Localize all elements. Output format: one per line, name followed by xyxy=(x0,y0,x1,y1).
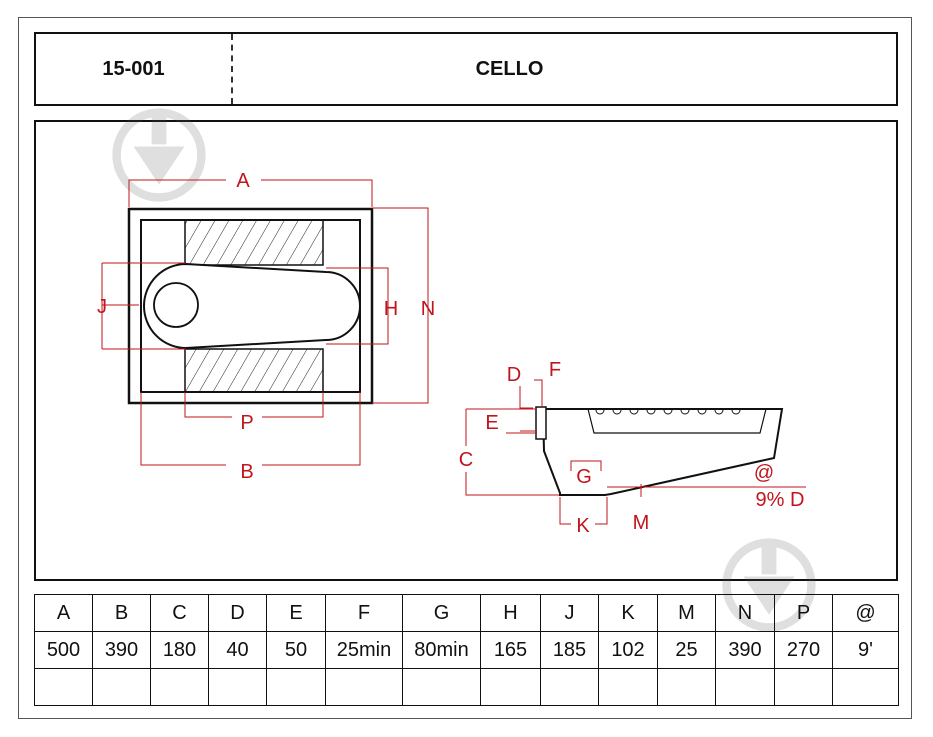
side-holes xyxy=(595,409,741,415)
table-empty-cell xyxy=(657,668,716,706)
table-empty-cell xyxy=(402,668,481,706)
dim-label-j: J xyxy=(97,296,107,318)
table-value-cell: 80min xyxy=(402,631,481,669)
drawing-labels: A B P J H N D F EC G K M @9% D xyxy=(97,170,804,537)
side-inner-rim xyxy=(587,408,767,434)
page-frame xyxy=(18,17,912,719)
table-empty-cell xyxy=(34,668,93,706)
plan-dimensions xyxy=(101,179,429,466)
table-empty-row xyxy=(34,668,899,706)
dim-label-slope: 9% D xyxy=(756,489,805,511)
dim-label-b: B xyxy=(240,461,253,483)
table-value-cell: 25 xyxy=(657,631,716,669)
table-value-cell: 40 xyxy=(208,631,267,669)
table-header-cell: @ xyxy=(832,594,899,632)
table-header-cell: P xyxy=(774,594,833,632)
drawing-canvas: A B P J H N D F EC G K M @9% D xyxy=(97,170,806,537)
dim-label-c: C xyxy=(459,449,473,471)
dim-label-k: K xyxy=(576,515,590,537)
title-block: 15-001 CELLO xyxy=(34,32,898,106)
table-empty-cell xyxy=(540,668,599,706)
dim-label-h: H xyxy=(384,298,398,320)
table-value-cell: 102 xyxy=(598,631,658,669)
table-header-cell: E xyxy=(266,594,326,632)
dim-label-at: @ xyxy=(754,462,774,484)
table-value-cell: 390 xyxy=(715,631,775,669)
side-view xyxy=(535,406,784,496)
side-inlet xyxy=(535,406,547,440)
product-code: 15-001 xyxy=(36,34,233,104)
table-header-cell: B xyxy=(92,594,151,632)
table-header-cell: H xyxy=(480,594,541,632)
table-empty-cell xyxy=(598,668,658,706)
dim-label-m: M xyxy=(633,512,650,534)
plan-view xyxy=(127,207,374,405)
table-header-cell: J xyxy=(540,594,599,632)
table-header-cell: K xyxy=(598,594,658,632)
table-value-cell: 50 xyxy=(266,631,326,669)
table-empty-cell xyxy=(774,668,833,706)
table-value-cell: 180 xyxy=(150,631,209,669)
top-foot-pad xyxy=(184,219,324,266)
table-header-cell: M xyxy=(657,594,716,632)
table-value-cell: 390 xyxy=(92,631,151,669)
drain-hole xyxy=(153,282,199,328)
table-empty-cell xyxy=(208,668,267,706)
table-empty-cell xyxy=(832,668,899,706)
table-header-cell: A xyxy=(34,594,93,632)
dim-label-n: N xyxy=(421,298,435,320)
table-empty-cell xyxy=(92,668,151,706)
side-profile xyxy=(541,408,784,496)
table-header-cell: N xyxy=(715,594,775,632)
table-value-cell: 500 xyxy=(34,631,93,669)
table-empty-cell xyxy=(715,668,775,706)
bowl-outline xyxy=(143,262,361,350)
bottom-foot-pad xyxy=(184,348,324,393)
table-value-cell: 185 xyxy=(540,631,599,669)
download-arrow-icon xyxy=(112,108,206,202)
table-empty-cell xyxy=(266,668,326,706)
dim-label-p: P xyxy=(240,412,253,434)
dim-label-a: A xyxy=(236,170,250,192)
table-value-cell: 9' xyxy=(832,631,899,669)
product-name: CELLO xyxy=(475,57,544,80)
table-empty-cell xyxy=(325,668,403,706)
dim-label-d: D xyxy=(507,364,521,386)
table-empty-cell xyxy=(480,668,541,706)
table-empty-cell xyxy=(150,668,209,706)
side-dimensions xyxy=(465,379,806,525)
table-header-cell: D xyxy=(208,594,267,632)
dim-label-e: E xyxy=(485,412,498,434)
table-value-cell: 25min xyxy=(325,631,403,669)
outer-tray xyxy=(127,207,374,405)
table-header-cell: F xyxy=(325,594,403,632)
table-value-cell: 270 xyxy=(774,631,833,669)
table-value-cell: 165 xyxy=(480,631,541,669)
dim-label-f: F xyxy=(549,359,561,381)
table-header-cell: G xyxy=(402,594,481,632)
dim-label-g: G xyxy=(576,466,592,488)
table-header-cell: C xyxy=(150,594,209,632)
